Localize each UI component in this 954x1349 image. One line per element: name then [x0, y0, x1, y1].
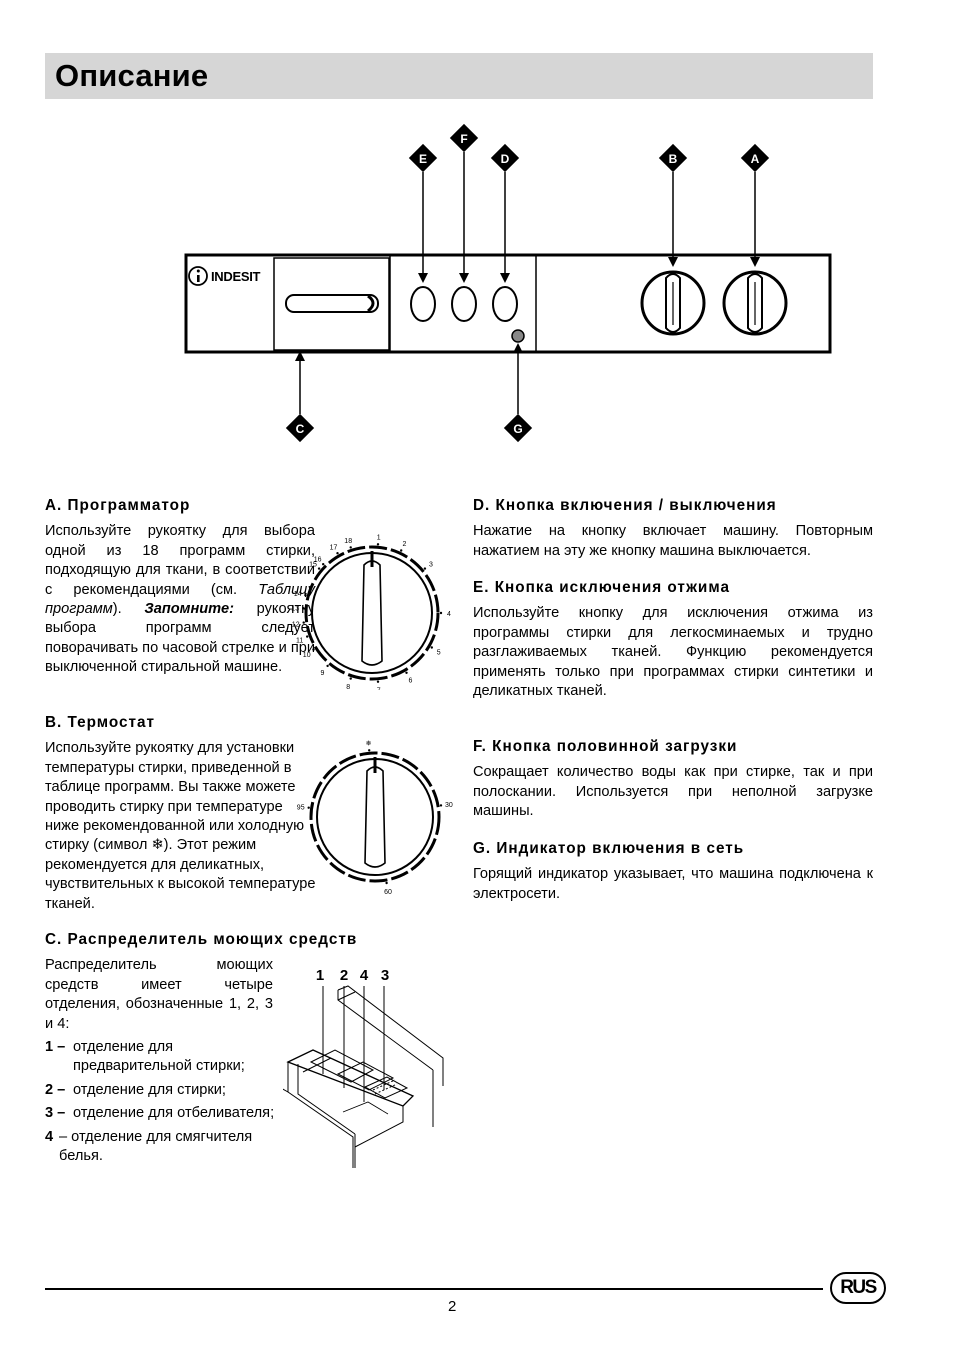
section-d-heading: D. Кнопка включения / выключения [473, 497, 777, 514]
programmer-dial-label: 11 [296, 637, 303, 644]
page-title: Описание [55, 58, 209, 93]
svg-text:D: D [501, 152, 510, 166]
thermostat-dial-label: 95 [297, 805, 305, 812]
programmer-dial-label: 7 [377, 688, 381, 690]
thermostat-dial-figure: ❄ 30 60 95 [297, 740, 453, 895]
programmer-dial-label: 6 [409, 678, 413, 685]
programmer-dial-label: 2 [403, 541, 407, 548]
svg-text:E: E [419, 152, 427, 166]
fig-label-4: 4 [360, 967, 369, 984]
svg-text:C: C [296, 422, 305, 436]
section-b-text: Используйте рукоятку для установки темпе… [45, 740, 316, 912]
fig-label-1: 1 [316, 967, 324, 984]
footer-rule [45, 1288, 823, 1290]
section-d-text: Нажатие на кнопку включает машину. Повто… [473, 523, 873, 559]
section-power-button: D. Кнопка включения / выключения Нажатие… [473, 496, 873, 561]
programmer-dial-label: 12 [292, 622, 300, 629]
thermostat-dial-label: 60 [384, 889, 392, 895]
programmer-dial-label: 13 [291, 606, 299, 613]
programmer-dial-label: 10 [303, 652, 311, 659]
svg-text:A: A [751, 152, 760, 166]
programmer-dial-label: 3 [429, 562, 433, 569]
programmer-dial-label: 9 [321, 670, 325, 677]
knob-a [722, 270, 788, 336]
fig-label-3: 3 [381, 967, 389, 984]
section-b-heading: B. Термостат [45, 714, 156, 731]
fig-label-2: 2 [340, 967, 348, 984]
page-number: 2 [448, 1298, 457, 1315]
callout-d: D [490, 143, 520, 173]
programmer-dial-label: 5 [437, 650, 441, 657]
section-c-intro: Распределитель моющих средств имеет четы… [45, 957, 273, 1032]
button-d [492, 286, 518, 322]
callout-a: A [740, 143, 770, 173]
section-e-text: Используйте кнопку для исключения отжима… [473, 605, 873, 700]
section-thermostat: B. Термостат Используйте рукоятку для ус… [45, 713, 325, 914]
indesit-logo: INDESIT [188, 266, 261, 286]
programmer-dial-label: 4 [447, 611, 451, 618]
control-panel-diagram: INDESIT E F D B A C [184, 123, 832, 443]
svg-text:B: B [669, 152, 678, 166]
callout-b: B [658, 143, 688, 173]
programmer-dial-label: 16 [314, 557, 322, 564]
section-half-load: F. Кнопка половинной загрузки Сокращает … [473, 737, 873, 822]
compartment-list: 1 –отделение для предварительной стирки;… [45, 1038, 277, 1166]
section-f-heading: F. Кнопка половинной загрузки [473, 738, 738, 755]
section-power-indicator: G. Индикатор включения в сеть Горящий ин… [473, 839, 873, 904]
programmer-dial-label: 17 [330, 544, 338, 551]
thermostat-dial-label: ❄ [366, 740, 372, 747]
dispenser-figure: 1 2 4 3 [283, 967, 444, 1168]
thermostat-dial-label: 30 [445, 802, 453, 809]
programmer-dial-label: 15 [309, 562, 317, 569]
button-e [410, 286, 436, 322]
programmer-dial-figure: 171812345678910111213141516 [291, 534, 451, 690]
brand-text: INDESIT [211, 269, 261, 284]
programmer-dial-label: 18 [344, 538, 352, 545]
section-e-heading: E. Кнопка исключения отжима [473, 579, 730, 596]
section-dispenser: C. Распределитель моющих средств Распред… [45, 930, 445, 1166]
drawer-handle [285, 294, 379, 313]
section-a-heading: A. Программатор [45, 497, 191, 514]
button-f [451, 286, 477, 322]
svg-text:F: F [460, 132, 467, 146]
section-c-heading: C. Распределитель моющих средств [45, 931, 358, 948]
title-bar: Описание [45, 53, 873, 99]
list-item: 3 –отделение для отбеливателя; [45, 1105, 275, 1122]
callout-g: G [503, 413, 533, 443]
section-a-text: Используйте рукоятку для выбора одной из… [45, 523, 315, 676]
callout-f: F [449, 123, 479, 153]
section-spin-exclude: E. Кнопка исключения отжима Используйте … [473, 578, 873, 701]
section-programmer: A. Программатор Используйте рукоятку для… [45, 496, 315, 678]
power-indicator [511, 329, 525, 343]
knob-b [640, 270, 706, 336]
svg-text:G: G [513, 422, 522, 436]
callout-e: E [408, 143, 438, 173]
programmer-dial-label: 8 [346, 684, 350, 690]
programmer-dial-label: 14 [294, 591, 302, 598]
programmer-dial-label: 1 [377, 534, 381, 541]
list-item: 2 –отделение для стирки; [45, 1081, 226, 1098]
list-item: 4– отделение для смягчителя белья. [45, 1128, 253, 1165]
note-label: Запомните: [144, 601, 234, 618]
language-badge: RUS [830, 1272, 886, 1304]
section-g-heading: G. Индикатор включения в сеть [473, 840, 745, 857]
section-g-text: Горящий индикатор указывает, что машина … [473, 866, 873, 902]
callout-c: C [285, 413, 315, 443]
list-item: 1 –отделение для предварительной стирки; [45, 1039, 245, 1075]
section-f-text: Сокращает количество воды как при стирке… [473, 764, 873, 820]
